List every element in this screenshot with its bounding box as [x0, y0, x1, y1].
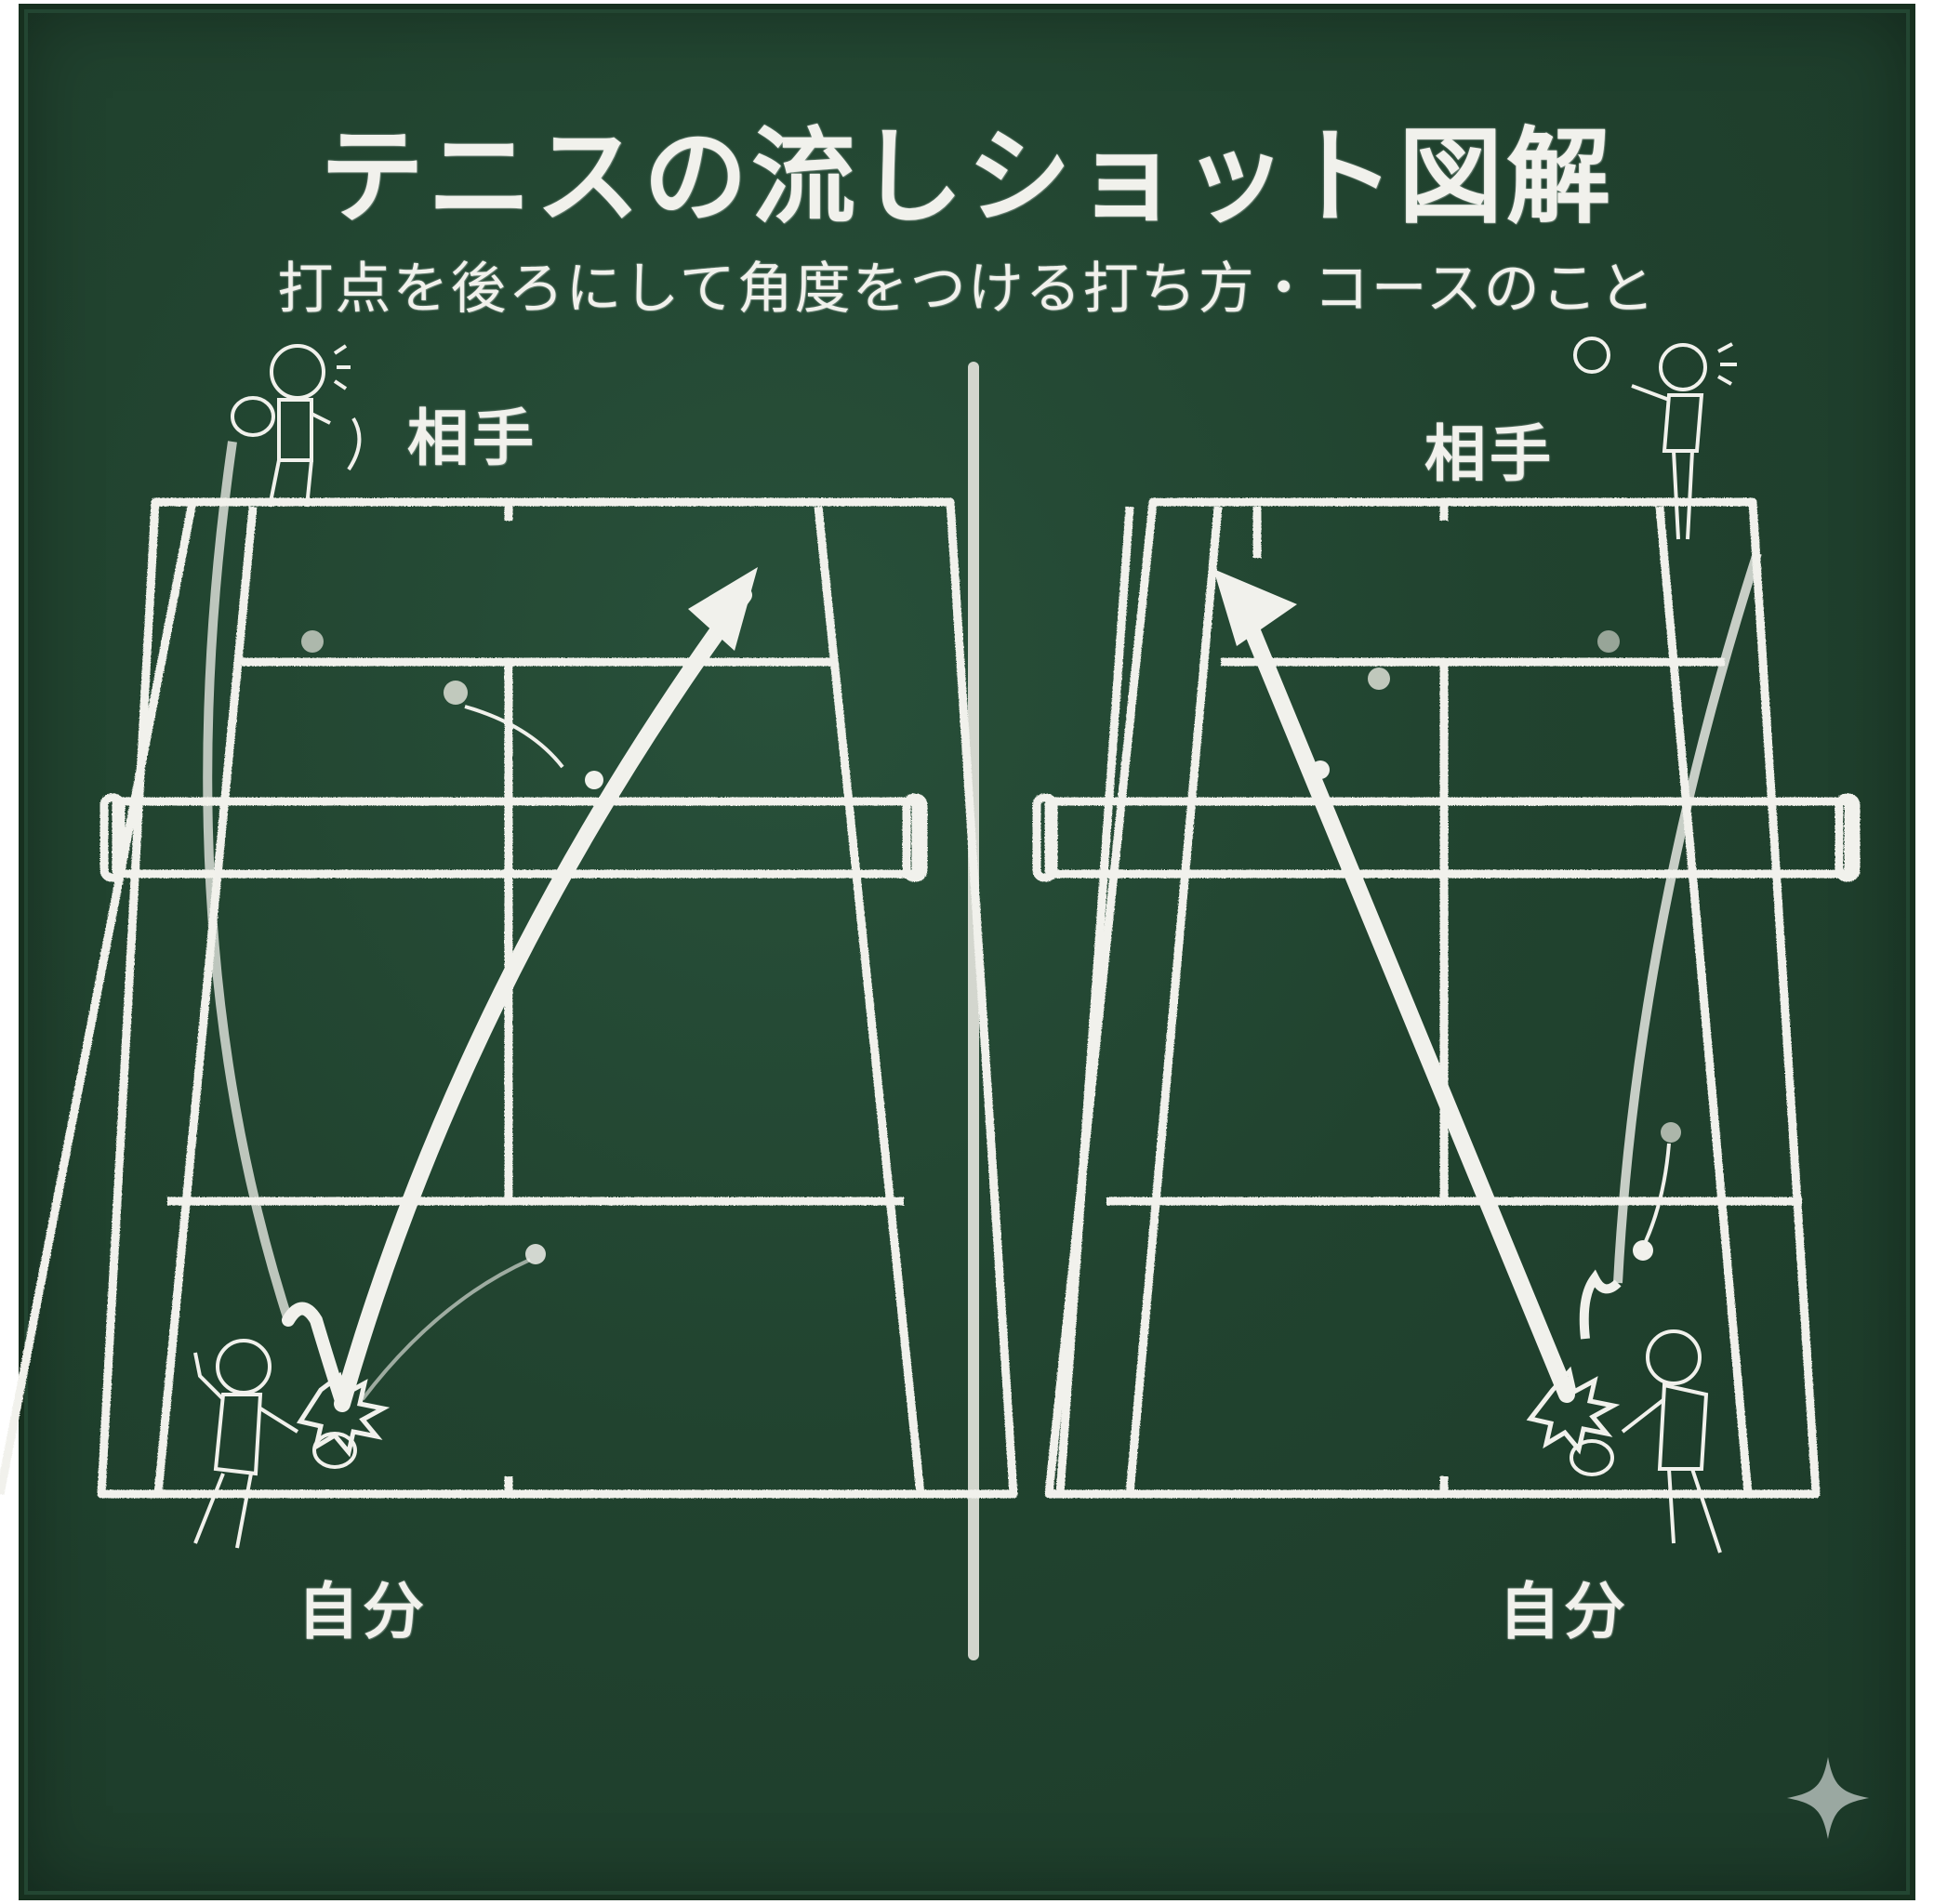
- incoming-ball-path-right: [1613, 551, 1762, 1284]
- arrowhead-right: [1213, 569, 1297, 646]
- ball-trail-right: [1644, 1143, 1671, 1242]
- shot-arrow-right: [1233, 596, 1575, 1403]
- ball-drop-arrow-left: [464, 705, 564, 769]
- shot-arrow-left: [334, 587, 752, 1412]
- opponent-label-left: 相手: [407, 403, 537, 474]
- ball-right-1: [1311, 760, 1330, 779]
- left-court: [0, 497, 1018, 1499]
- right-court: [1032, 497, 1861, 1499]
- ball-right-5: [1661, 1122, 1681, 1143]
- page-subtitle: 打点を後ろにして角度をつける打ち方・コースのこと: [277, 257, 1657, 322]
- impact-burst-left: [296, 1371, 391, 1458]
- ball-right-2: [1368, 668, 1390, 690]
- sparkle-icon: [1786, 1756, 1870, 1840]
- bounce-left: [282, 1302, 349, 1410]
- ball-right-3: [1597, 630, 1620, 653]
- incoming-ball-path-left: [203, 441, 293, 1322]
- self-figure-right: [1570, 1329, 1722, 1554]
- page-title: テニスの流しショット図解: [320, 117, 1614, 238]
- impact-burst-right: [1526, 1366, 1621, 1455]
- ball-left-4: [444, 681, 468, 705]
- opponent-figure-left: [231, 344, 362, 508]
- arrowhead-left: [688, 567, 758, 651]
- chalkboard: [19, 4, 1915, 1900]
- self-label-right: 自分: [1499, 1576, 1629, 1647]
- bounce-right: [1579, 1269, 1622, 1340]
- self-figure-left: [193, 1339, 357, 1549]
- ball-right-4: [1633, 1240, 1653, 1261]
- opponent-figure-right: [1573, 337, 1737, 540]
- self-label-left: 自分: [298, 1576, 428, 1647]
- ball-trail-left: [361, 1258, 531, 1401]
- ball-left-1: [585, 771, 603, 789]
- opponent-label-right: 相手: [1424, 418, 1555, 490]
- ball-left-3: [525, 1244, 546, 1264]
- ball-left-2: [301, 630, 324, 653]
